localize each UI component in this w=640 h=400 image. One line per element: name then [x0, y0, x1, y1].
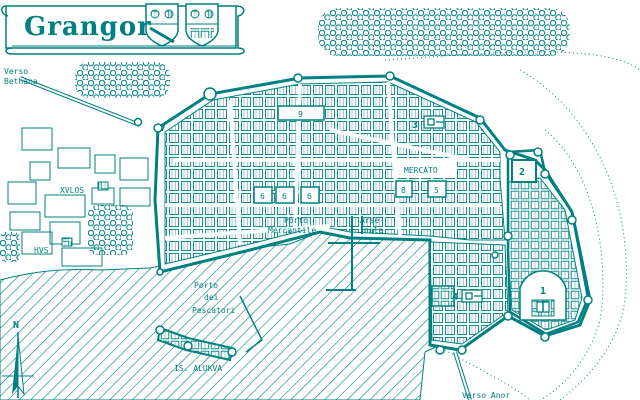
marker-7: 7 [160, 123, 166, 134]
label-verso-bethana-line1: Verso [4, 67, 28, 76]
label-compass-n: N [13, 320, 19, 331]
coast-dotted-1 [519, 69, 627, 400]
marker-4: 4 [452, 292, 458, 303]
label-hvs: HVS [34, 246, 49, 255]
label-porto-pescatori-line3: Pescatori [192, 306, 236, 315]
marker-1: 1 [540, 286, 546, 297]
island-alukva [155, 325, 237, 362]
marker-3: 3 [412, 120, 418, 131]
arsenale-dock [326, 216, 380, 291]
label-verso-bethana-line2: Bethana [4, 77, 38, 86]
marker-6b: 6 [282, 192, 287, 201]
label-verso-anor: Verso Anor [462, 391, 510, 400]
gate-tower-2 [511, 159, 537, 183]
temple-icon [519, 270, 567, 321]
marker-8: 8 [401, 186, 406, 195]
forest-village-2 [0, 232, 20, 262]
map-title: Grangor [24, 12, 152, 42]
label-porto-mercantile-line2: Mercantile [268, 226, 316, 235]
label-xvlos: XVLOS [60, 186, 84, 195]
label-arsenale-line1: Arse- [360, 216, 384, 225]
marker-5: 5 [434, 186, 439, 195]
marker-6a: 6 [260, 192, 265, 201]
forest-west [75, 62, 170, 98]
mercato-square [395, 160, 455, 178]
fishermen-pier [239, 295, 263, 353]
road-anor-inner [454, 351, 471, 400]
coast-dotted-3 [444, 349, 531, 400]
numbered-boxes [253, 105, 447, 204]
label-arsenale-line2: nale [364, 226, 383, 235]
marker-2: 2 [519, 167, 525, 178]
tower-icon [423, 115, 483, 303]
marker-6c: 6 [307, 192, 312, 201]
heraldic-shield-icon [185, 3, 219, 47]
marker-9: 9 [298, 110, 303, 119]
wall-towers [133, 71, 593, 355]
forest-north [318, 8, 570, 56]
label-isola-alukva: IS. ALUKVA [174, 364, 222, 373]
citadel-wall [506, 148, 590, 336]
heraldic-shield-icon [145, 3, 179, 47]
road-bethana-inner [19, 77, 141, 126]
label-porto-pescatori-line1: Porto [194, 281, 218, 290]
city-blocks [164, 81, 506, 265]
label-porto-pescatori-line2: dei [204, 293, 219, 302]
label-mercato: MERCATO [404, 166, 438, 175]
village-west [7, 127, 151, 267]
coast-dotted-2 [539, 129, 604, 400]
forest-village [88, 205, 133, 255]
compass-rose-icon [2, 332, 34, 398]
building-4-block [431, 285, 455, 307]
label-porto-mercantile-line1: Porto [284, 216, 308, 225]
